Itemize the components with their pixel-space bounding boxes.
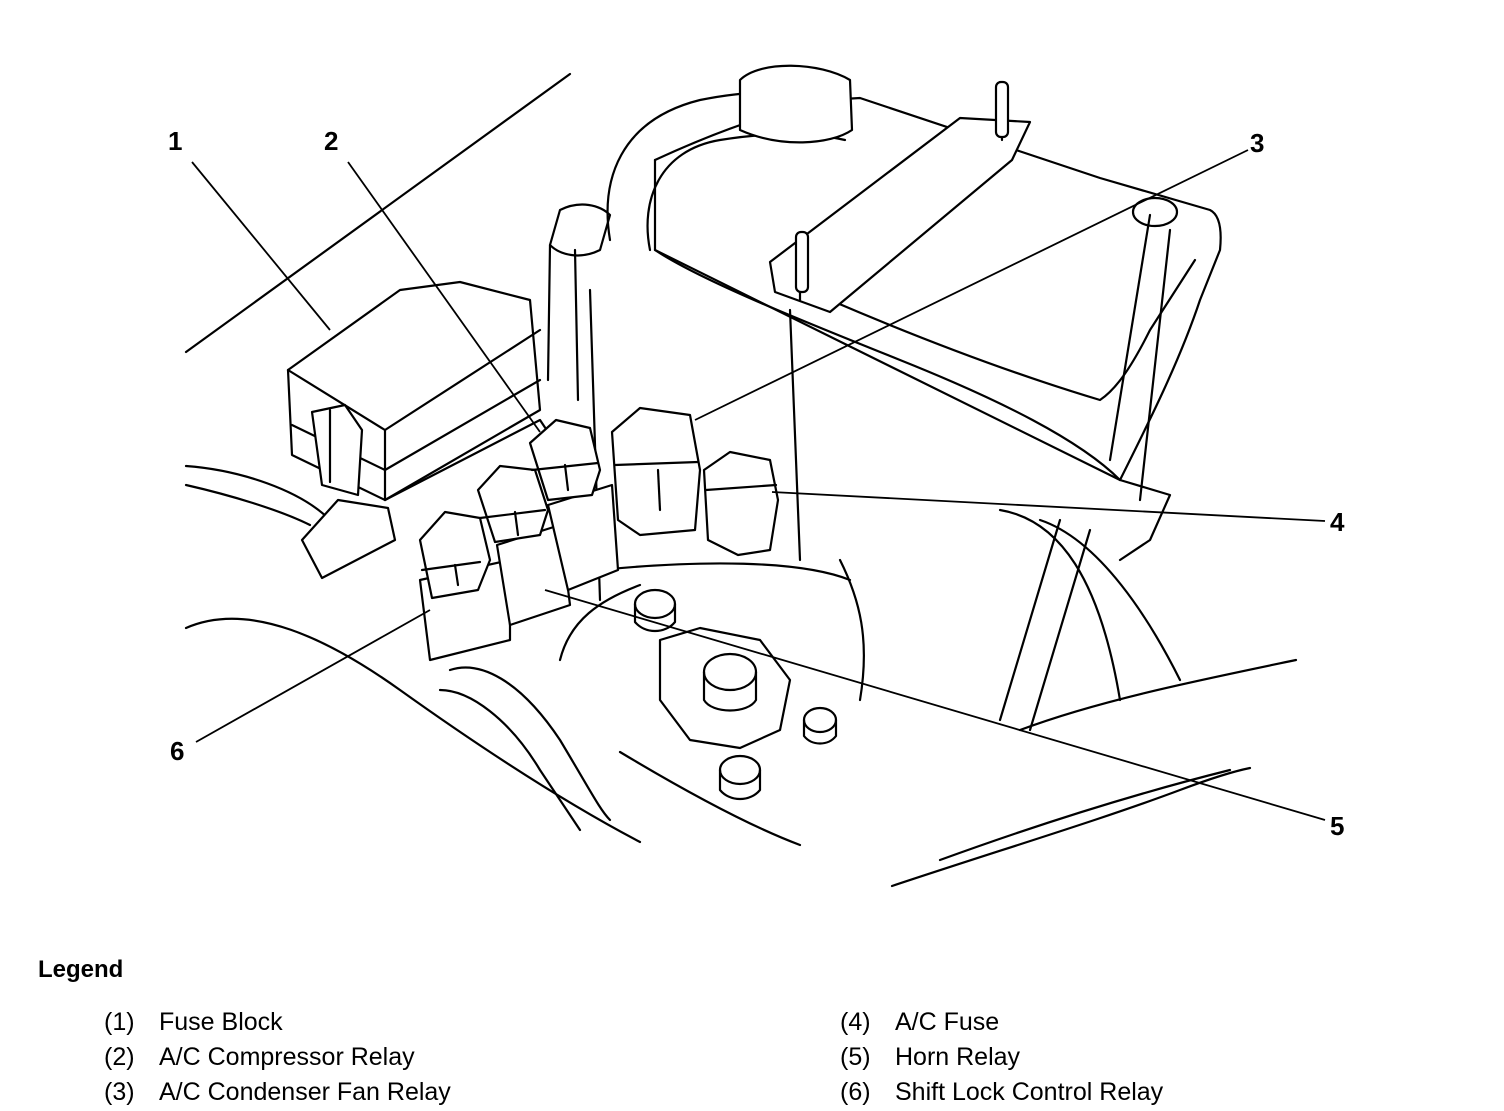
legend-item-number: (2) bbox=[104, 1043, 135, 1071]
fuse-block bbox=[286, 280, 562, 580]
callout-numbers: 1 2 3 4 5 6 bbox=[168, 126, 1345, 841]
legend-item-text: Shift Lock Control Relay bbox=[895, 1078, 1164, 1106]
legend-item-text: A/C Condenser Fan Relay bbox=[159, 1078, 451, 1106]
legend-column-right: (4) A/C Fuse (5) Horn Relay (6) Shift Lo… bbox=[840, 1006, 1163, 1111]
callout-leaders bbox=[191, 149, 1326, 821]
callout-3: 3 bbox=[1250, 128, 1264, 158]
legend-item-number: (6) bbox=[840, 1078, 871, 1106]
hose bbox=[546, 64, 854, 402]
callout-4: 4 bbox=[1330, 507, 1345, 537]
legend-column-left: (1) Fuse Block (2) A/C Compressor Relay … bbox=[104, 1006, 451, 1111]
legend-item: (3) A/C Condenser Fan Relay bbox=[104, 1076, 451, 1111]
legend-item-text: A/C Fuse bbox=[895, 1008, 1000, 1036]
legend-item-number: (5) bbox=[840, 1043, 871, 1071]
callout-2: 2 bbox=[324, 126, 338, 156]
legend-item-number: (4) bbox=[840, 1008, 871, 1036]
legend-item-text: Fuse Block bbox=[159, 1008, 283, 1036]
legend-item: (2) A/C Compressor Relay bbox=[104, 1041, 451, 1076]
legend: Legend (1) Fuse Block (2) A/C Compressor… bbox=[0, 950, 1504, 1110]
legend-item: (4) A/C Fuse bbox=[840, 1006, 1163, 1041]
engine-parts bbox=[438, 558, 865, 832]
callout-5: 5 bbox=[1330, 811, 1344, 841]
leader-3 bbox=[694, 149, 1249, 421]
legend-item: (5) Horn Relay bbox=[840, 1041, 1163, 1076]
leader-1 bbox=[191, 161, 331, 331]
legend-item-text: A/C Compressor Relay bbox=[159, 1043, 415, 1071]
relay-cluster bbox=[418, 406, 780, 662]
leader-5 bbox=[544, 589, 1326, 821]
callout-1: 1 bbox=[168, 126, 182, 156]
leader-4 bbox=[771, 491, 1326, 522]
legend-item: (1) Fuse Block bbox=[104, 1006, 451, 1041]
fender-outline bbox=[184, 72, 1298, 888]
legend-title: Legend bbox=[38, 956, 124, 983]
leader-6 bbox=[195, 609, 431, 743]
wire-harness bbox=[998, 508, 1182, 732]
legend-item: (6) Shift Lock Control Relay bbox=[840, 1076, 1163, 1111]
callout-6: 6 bbox=[170, 736, 184, 766]
leader-2 bbox=[347, 161, 541, 433]
legend-item-number: (3) bbox=[104, 1078, 135, 1106]
engine-compartment-diagram: 1 2 3 4 5 6 bbox=[168, 64, 1345, 888]
legend-item-number: (1) bbox=[104, 1008, 135, 1036]
legend-item-text: Horn Relay bbox=[895, 1043, 1021, 1071]
